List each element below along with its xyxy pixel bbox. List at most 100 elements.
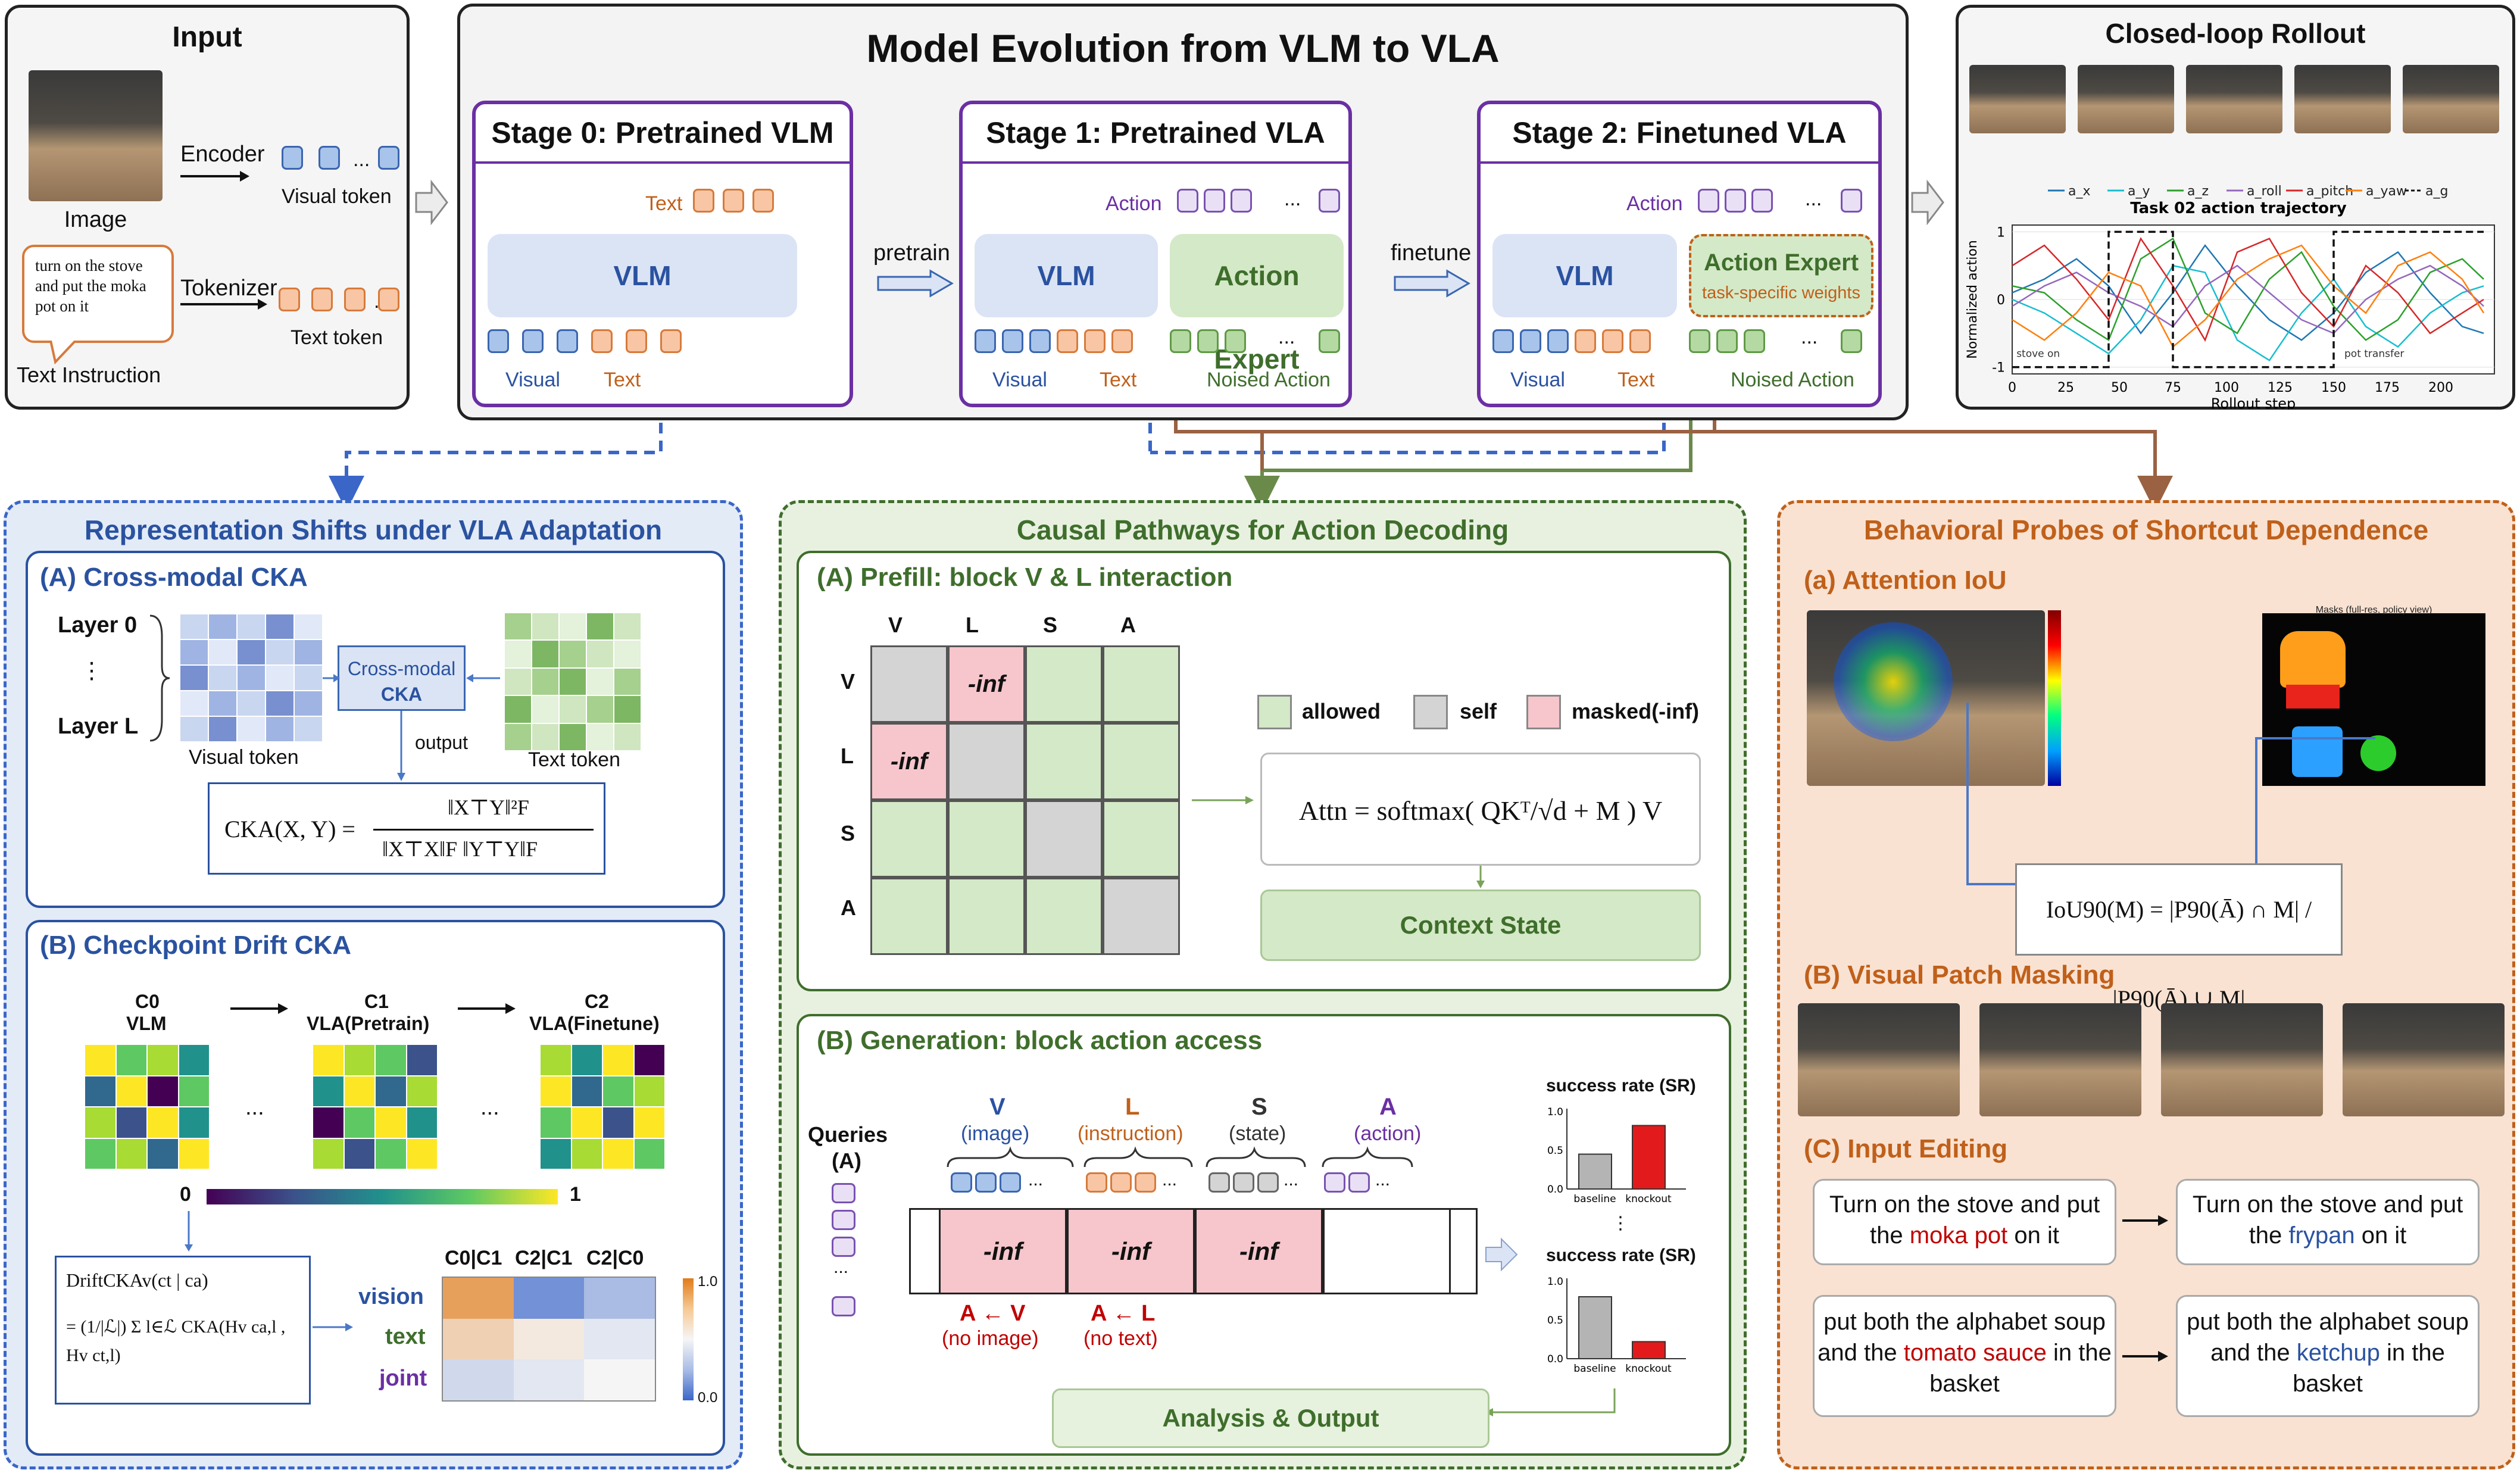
ann-no-text-sub: (no text) [1083, 1327, 1158, 1350]
context-state-box: Context State [1260, 890, 1701, 961]
grid-cell [237, 639, 266, 665]
grid-cell [532, 667, 559, 696]
mask-cell-S: -inf [1195, 1208, 1323, 1294]
drift-formula: DriftCKAv(ct | ca) = (1/|ℒ|) Σ l∈ℒ CKA(H… [55, 1256, 311, 1405]
cka-output-arrow [397, 711, 405, 781]
mask-cell: -inf [948, 645, 1025, 723]
text-token [752, 189, 774, 213]
dots: ... [480, 1095, 499, 1120]
grid-cell [237, 716, 266, 742]
visual-token [378, 146, 399, 170]
rollout-title: Closed-loop Rollout [2105, 18, 2366, 49]
grid-cell [406, 1138, 438, 1169]
action-token [1698, 189, 1719, 213]
grid-cell [375, 1138, 407, 1169]
grid-cell [147, 1107, 179, 1138]
rollout-frame [2403, 65, 2499, 133]
stage2-weights-label: task-specific weights [1702, 283, 1860, 302]
grid-cell [313, 1075, 344, 1107]
grid-cell [147, 1044, 179, 1076]
grid-cell [180, 639, 208, 665]
x-tick-label: 0 [2008, 380, 2016, 395]
drift-col-1: C2|C1 [515, 1247, 573, 1269]
dots: ... [1028, 1170, 1044, 1190]
stage0-title: Stage 0: Pretrained VLM [476, 104, 850, 164]
group-L-letter: L [1125, 1094, 1140, 1120]
cka-formula: CKA(X, Y) = ‖X⊤Y‖²F ‖X⊤X‖F ‖Y⊤Y‖F [208, 782, 605, 875]
grid-cell [180, 691, 208, 716]
attention-formula: Attn = softmax( QKᵀ/√d + M ) V [1260, 753, 1701, 866]
mask-cell [1103, 723, 1180, 800]
heat-cell [584, 1318, 655, 1360]
fraction-bar [373, 829, 594, 831]
noised-action-token [1197, 329, 1219, 353]
stage0-text2-label: Text [604, 369, 641, 391]
x-tick-label: 50 [2111, 380, 2128, 395]
grid-cell [85, 1107, 116, 1138]
stage0-visual-label: Visual [505, 369, 560, 391]
pretrain-arrow [877, 269, 954, 298]
cka-formula-den: ‖X⊤X‖F ‖Y⊤Y‖F [382, 837, 538, 861]
heat-cell [584, 1278, 655, 1319]
group-S-sub: (state) [1229, 1122, 1286, 1145]
heat-cell [513, 1359, 585, 1400]
stage0-box: Stage 0: Pretrained VLM Text VLM Visual … [472, 101, 853, 407]
stage1-visual-label: Visual [992, 369, 1047, 391]
drift-formula-line2: = (1/|ℒ|) Σ l∈ℒ CKA(Hv ca,l , Hv ct,l) [66, 1317, 286, 1365]
grid-cell [178, 1044, 210, 1076]
query-dots: ... [833, 1257, 849, 1277]
visual-token-grid [180, 614, 323, 742]
queries-label: Queries [808, 1122, 888, 1147]
action-token [1841, 189, 1862, 213]
x-tick-label: 100 [2214, 380, 2239, 395]
segmentation-mask-image: Masks (full-res, policy view) [2262, 605, 2485, 786]
query-token [832, 1237, 855, 1257]
evolution-title: Model Evolution from VLM to VLA [866, 26, 1500, 70]
mask-cell [870, 878, 948, 955]
grid-cell [294, 691, 323, 716]
edit-modified-1: Turn on the stove and put the frypan on … [2176, 1179, 2480, 1265]
edit-text: put both the alphabet soup and the [1818, 1309, 2106, 1366]
stage1-box: Stage 1: Pretrained VLA Action ... VLM A… [959, 101, 1352, 407]
instruction-bubble: turn on the stove and put the moka pot o… [22, 245, 174, 343]
flow-arrow-right [1911, 179, 1944, 226]
encoder-arrow [180, 171, 249, 182]
mask-red [2286, 685, 2340, 709]
grid-cell [559, 667, 586, 696]
layer-vdots: ⋮ [80, 659, 103, 684]
text-token [311, 288, 333, 311]
grid-cell [504, 695, 532, 723]
action-token [1177, 189, 1198, 213]
heat-cell [443, 1318, 514, 1360]
text-token [344, 288, 366, 311]
formula-to-context-arrow [1476, 866, 1485, 888]
stage1-action-expert: Action Expert [1170, 234, 1344, 375]
mask-cell [948, 878, 1025, 955]
text-token [279, 288, 300, 311]
x-label-knockout: knockout [1625, 1193, 1672, 1205]
mask-cell [948, 723, 1025, 800]
grid-cell [208, 691, 237, 716]
grid-cell [406, 1075, 438, 1107]
heat-cell [513, 1278, 585, 1319]
checkpoint-drift-panel: (B) Checkpoint Drift CKA C0 VLM C1 VLA(P… [26, 920, 725, 1456]
legend-masked-swatch [1526, 695, 1561, 729]
visual-token [1000, 1172, 1021, 1193]
attention-iou-title: (a) Attention IoU [1804, 566, 2007, 595]
legend-self: self [1460, 699, 1497, 723]
chart-title: Task 02 action trajectory [2130, 199, 2347, 217]
grid-cell [602, 1044, 634, 1076]
grid-cell [237, 614, 266, 639]
drift-heatmap-c2 [540, 1044, 665, 1169]
legend-label: a_roll [2247, 184, 2282, 199]
annotation: stove on [2016, 348, 2060, 360]
grid-cell [237, 665, 266, 691]
grid-cell [375, 1044, 407, 1076]
grid-cell [294, 716, 323, 742]
prefill-title: (A) Prefill: block V & L interaction [817, 563, 1233, 592]
mask-col-S: S [1043, 613, 1058, 637]
knockout-bar [1632, 1341, 1666, 1360]
grid-cell [406, 1107, 438, 1138]
stage2-vlm-block: VLM [1492, 234, 1677, 317]
analysis-output: Analysis & Output [1162, 1404, 1379, 1432]
